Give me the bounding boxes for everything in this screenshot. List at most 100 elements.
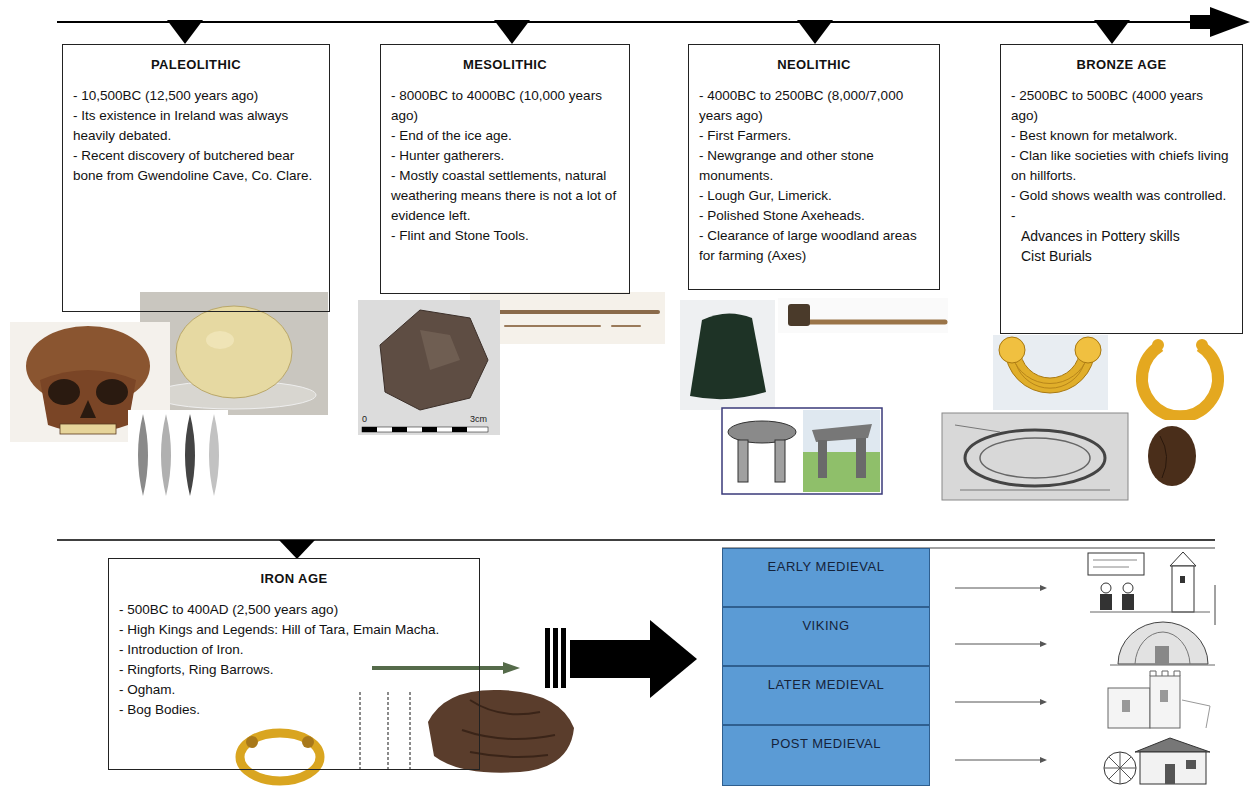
period-fact: - End of the ice age. — [391, 126, 619, 146]
early-medieval-sketch — [1088, 553, 1144, 575]
paleolithic-photos — [48, 379, 80, 405]
period-heading: PALEOLITHIC — [73, 57, 319, 72]
period-fact: - Polished Stone Axeheads. — [699, 206, 929, 226]
period-fact: - Clearance of large woodland areas for … — [699, 226, 929, 266]
paleolithic-photos — [96, 379, 128, 405]
period-heading: IRON AGE — [119, 571, 469, 586]
pointer-arrow — [1040, 641, 1047, 647]
bronze-age-photos — [942, 413, 1128, 500]
neolithic-photos — [856, 438, 866, 478]
period-fact: - First Farmers. — [699, 126, 929, 146]
paleolithic-photos — [138, 414, 148, 496]
later-medieval-sketch — [1122, 700, 1130, 712]
scale-number: 3cm — [470, 414, 487, 424]
transition-arrow — [553, 628, 558, 688]
early-medieval-sketch — [1090, 612, 1210, 613]
iron-age-photos — [387, 692, 389, 772]
transition-arrow — [570, 640, 652, 678]
timeline-axis — [1210, 7, 1250, 37]
era-cell: LATER MEDIEVAL — [722, 666, 930, 725]
later-medieval-sketch — [1150, 671, 1180, 676]
iron-age-photos — [372, 666, 505, 670]
paleolithic-photos — [209, 414, 219, 496]
iron-age-photos — [240, 662, 574, 781]
pointer-arrow — [1040, 757, 1047, 763]
transition-arrow — [545, 628, 550, 688]
neolithic-photos — [778, 298, 948, 333]
period-heading: NEOLITHIC — [699, 57, 929, 72]
era-cell: POST MEDIEVAL — [722, 725, 930, 786]
mesolithic-photos — [482, 310, 658, 314]
bronze-age-photos — [1075, 337, 1101, 363]
period-box: NEOLITHIC- 4000BC to 2500BC (8,000/7,000… — [688, 44, 940, 290]
period-heading: VIKING — [729, 608, 923, 633]
period-marker — [797, 20, 833, 44]
period-fact: - Hunter gatherers. — [391, 146, 619, 166]
bronze-age-photos — [955, 425, 1000, 432]
period-fact: - Mostly coastal settlements, natural we… — [391, 166, 619, 226]
neolithic-photos — [800, 320, 945, 325]
period-box: PALEOLITHIC- 10,500BC (12,500 years ago)… — [62, 44, 330, 312]
post-medieval-sketch — [1165, 764, 1175, 784]
mesolithic-photos — [420, 330, 460, 370]
period-fact: - Clan like societies with chiefs living… — [1011, 146, 1232, 186]
pointer-arrow — [955, 585, 1047, 763]
period-heading: LATER MEDIEVAL — [729, 667, 923, 692]
iron-age-photos — [428, 690, 574, 773]
scale-number: 0 — [362, 414, 367, 424]
early-medieval-sketch — [1093, 560, 1137, 567]
mesolithic-photos — [362, 427, 488, 432]
neolithic-photos — [680, 298, 948, 494]
period-fact: - Lough Gur, Limerick. — [699, 186, 929, 206]
iron-age-photos — [503, 662, 520, 674]
period-box: IRON AGE- 500BC to 400AD (2,500 years ag… — [108, 558, 480, 770]
box-content: BRONZE AGE- 2500BC to 500BC (4000 years … — [1011, 57, 1232, 266]
viking-sketch — [1135, 632, 1190, 664]
paleolithic-photos — [40, 370, 136, 433]
early-medieval-sketch — [1100, 594, 1112, 610]
box-content: NEOLITHIC- 4000BC to 2500BC (8,000/7,000… — [699, 57, 929, 266]
early-medieval-sketch — [1172, 566, 1194, 612]
post-medieval-sketch — [1135, 738, 1210, 752]
later-medieval-sketch — [1182, 700, 1210, 728]
bronze-age-photos — [999, 337, 1025, 363]
early-medieval-sketch — [1101, 583, 1111, 593]
period-heading: EARLY MEDIEVAL — [729, 549, 923, 574]
neolithic-photos — [680, 300, 775, 410]
iron-age-photos — [240, 733, 320, 781]
post-medieval-sketch — [1104, 752, 1136, 784]
neolithic-photos — [803, 452, 880, 492]
era-cell: VIKING — [722, 607, 930, 666]
iron-age-photos — [409, 692, 411, 772]
period-heading: POST MEDIEVAL — [729, 726, 923, 751]
bronze-age-photos — [1148, 426, 1196, 486]
period-fact: - — [1011, 206, 1232, 226]
neolithic-photos — [690, 313, 766, 399]
later-medieval-sketch — [1150, 676, 1180, 728]
box-content: IRON AGE- 500BC to 400AD (2,500 years ag… — [119, 571, 469, 720]
mesolithic-photos — [362, 427, 377, 432]
period-fact: - Ogham. — [119, 680, 469, 700]
period-fact: - High Kings and Legends: Hill of Tara, … — [119, 620, 469, 640]
period-fact: Advances in Pottery skills — [1021, 226, 1232, 246]
bronze-age-photos — [960, 490, 1110, 491]
neolithic-photos — [818, 440, 827, 478]
period-fact: - Gold shows wealth was controlled. — [1011, 186, 1232, 206]
timeline-axis — [57, 539, 1215, 541]
iron-age-photos — [462, 700, 555, 757]
box-content: VIKING — [729, 608, 923, 633]
pointer-arrow — [1040, 585, 1047, 591]
bronze-age-photos — [1152, 339, 1164, 351]
pointer-arrow — [955, 702, 1040, 703]
period-marker — [279, 540, 315, 559]
period-heading: MESOLITHIC — [391, 57, 619, 72]
mesolithic-photos — [422, 427, 437, 432]
paleolithic-photos — [176, 306, 292, 398]
neolithic-photos — [722, 408, 882, 494]
paleolithic-photos — [206, 331, 234, 349]
period-box: BRONZE AGE- 2500BC to 500BC (4000 years … — [1000, 44, 1243, 334]
paleolithic-photos — [161, 414, 171, 496]
iron-age-photos — [246, 736, 258, 748]
period-heading: BRONZE AGE — [1011, 57, 1232, 72]
mesolithic-photos — [358, 300, 500, 435]
